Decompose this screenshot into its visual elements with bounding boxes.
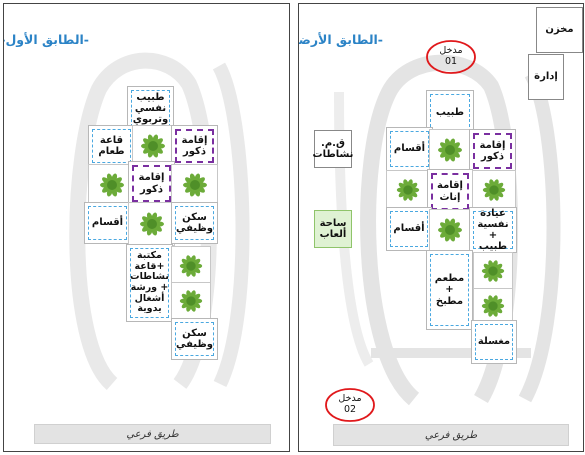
- entrance-oval: [325, 388, 375, 422]
- room-male-residence-1: إقامة ذكور: [171, 125, 218, 167]
- room-label: طبيب: [430, 94, 470, 132]
- room-label: إقامة ذكور: [473, 133, 512, 169]
- first-floor-plan: -الطابق الأول- طبيب نفسي وتربوي قاعة طعا…: [3, 3, 290, 452]
- room-label: قاعة طعام: [92, 129, 131, 163]
- tree-icon: [171, 282, 211, 320]
- room-label: عيادة نفسية + طبيب: [473, 208, 513, 252]
- room-male-residence: إقامة ذكور: [469, 129, 516, 173]
- storage-room: مخزن: [536, 7, 583, 53]
- room-male-residence-2: إقامة ذكور: [128, 161, 175, 206]
- tree-icon: [429, 129, 471, 171]
- entrance-number: 01: [444, 56, 458, 67]
- entrance-label: مدخل: [338, 393, 362, 405]
- room-label: طبيب نفسي وتربوي: [131, 90, 170, 127]
- room-departments: أقسام: [84, 202, 131, 244]
- tree-icon: [429, 209, 471, 251]
- room-clinic: عيادة نفسية + طبيب: [469, 207, 517, 253]
- room-label: إقامة ذكور: [175, 129, 214, 163]
- room-library-workshops: مكتبة +قاعة نشاطات + ورشة أشغال يدوية: [126, 244, 173, 322]
- entrance-number: 02: [343, 404, 357, 415]
- room-label: إقامة إناث: [431, 173, 469, 210]
- secondary-road: طريق فرعي: [34, 424, 271, 444]
- administration-room: إدارة: [528, 54, 564, 100]
- room-departments-2: أقسام: [386, 207, 432, 251]
- room-label: أقسام: [88, 206, 127, 240]
- tree-icon: [472, 170, 516, 210]
- room-label: سكن وظيفي: [175, 322, 214, 356]
- ground-floor-title: -الطابق الأرضي-: [298, 32, 383, 47]
- playground: ساحة ألعاب: [314, 210, 352, 248]
- tree-icon: [386, 170, 430, 210]
- tree-icon: [132, 125, 174, 167]
- room-psych-doctor: طبيب نفسي وتربوي: [127, 86, 174, 131]
- entrance-oval: [426, 40, 476, 74]
- room-label: مكتبة +قاعة نشاطات + ورشة أشغال يدوية: [130, 248, 169, 318]
- room-staff-housing-1: سكن وظيفي: [171, 202, 218, 244]
- tree-icon: [473, 288, 513, 324]
- tree-icon: [473, 252, 513, 290]
- room-label: إقامة ذكور: [132, 165, 171, 202]
- activities-room: ق.م. نشاطات: [313, 130, 353, 168]
- tree-icon: [128, 202, 175, 246]
- room-label: أقسام: [390, 131, 429, 167]
- tree-icon: [171, 164, 218, 206]
- room-label: مطعم + مطبخ: [430, 254, 469, 326]
- room-staff-housing-2: سكن وظيفي: [171, 318, 218, 360]
- first-floor-title: -الطابق الأول-: [3, 32, 89, 47]
- room-label: مغسلة: [475, 324, 513, 360]
- room-female-residence: إقامة إناث: [427, 169, 473, 214]
- room-label: أقسام: [390, 211, 428, 247]
- tree-icon: [171, 246, 211, 286]
- room-laundry: مغسلة: [471, 320, 517, 364]
- room-restaurant-kitchen: مطعم + مطبخ: [426, 250, 473, 330]
- room-label: سكن وظيفي: [175, 206, 214, 240]
- room-departments-1: أقسام: [386, 127, 433, 171]
- entrance-label: مدخل: [439, 45, 463, 57]
- secondary-road: طريق فرعي: [333, 424, 569, 446]
